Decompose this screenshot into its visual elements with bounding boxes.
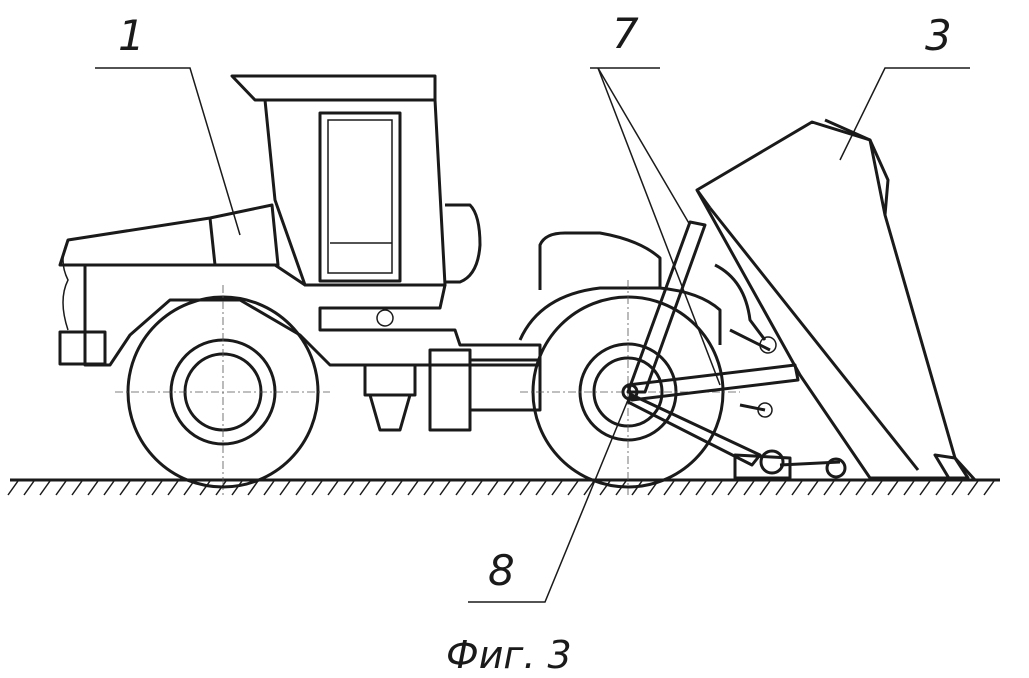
hatch-mark <box>936 481 946 495</box>
hatch-mark <box>152 481 162 495</box>
hatch-mark <box>24 481 34 495</box>
hatch-mark <box>376 481 386 495</box>
label-bucket: 3 <box>925 11 952 60</box>
hatch-mark <box>408 481 418 495</box>
hatch-mark <box>840 481 850 495</box>
hatch-mark <box>536 481 546 495</box>
hatch-mark <box>872 481 882 495</box>
hatch-mark <box>8 481 18 495</box>
hatch-mark <box>552 481 562 495</box>
hatch-mark <box>424 481 434 495</box>
hatch-mark <box>328 481 338 495</box>
hatch-mark <box>456 481 466 495</box>
hatch-mark <box>728 481 738 495</box>
hatch-mark <box>856 481 866 495</box>
hatch-mark <box>904 481 914 495</box>
hatch-mark <box>792 481 802 495</box>
hatch-mark <box>760 481 770 495</box>
hatch-mark <box>888 481 898 495</box>
figure-caption: Фиг. 3 <box>446 633 572 677</box>
hatch-mark <box>568 481 578 495</box>
hatch-mark <box>504 481 514 495</box>
hatch-mark <box>984 481 994 495</box>
hatch-mark <box>920 481 930 495</box>
hatch-mark <box>968 481 978 495</box>
hatch-mark <box>104 481 114 495</box>
hatch-mark <box>88 481 98 495</box>
hatch-mark <box>72 481 82 495</box>
hatch-mark <box>680 481 690 495</box>
ground <box>8 480 1000 495</box>
hatch-mark <box>808 481 818 495</box>
hatch-mark <box>776 481 786 495</box>
tractor <box>60 76 740 495</box>
hatch-mark <box>392 481 402 495</box>
attachment-frame <box>623 222 845 478</box>
label-pivot: 8 <box>488 546 515 595</box>
hatch-mark <box>360 481 370 495</box>
leader-lines <box>95 68 970 602</box>
hatch-mark <box>744 481 754 495</box>
hatch-mark <box>824 481 834 495</box>
hatch-mark <box>520 481 530 495</box>
hatch-mark <box>472 481 482 495</box>
hatch-mark <box>136 481 146 495</box>
hatch-mark <box>488 481 498 495</box>
hatch-mark <box>232 481 242 495</box>
label-tractor: 1 <box>118 11 145 60</box>
hatch-mark <box>440 481 450 495</box>
bucket <box>697 120 975 480</box>
hatch-mark <box>280 481 290 495</box>
hatch-mark <box>120 481 130 495</box>
hatch-mark <box>696 481 706 495</box>
hatch-mark <box>168 481 178 495</box>
hatch-mark <box>264 481 274 495</box>
hatch-mark <box>712 481 722 495</box>
label-frame: 7 <box>612 9 639 58</box>
hatch-mark <box>40 481 50 495</box>
hatch-mark <box>56 481 66 495</box>
hatch-mark <box>664 481 674 495</box>
hatch-mark <box>296 481 306 495</box>
hatch-mark <box>952 481 962 495</box>
hatch-mark <box>312 481 322 495</box>
hatch-mark <box>344 481 354 495</box>
